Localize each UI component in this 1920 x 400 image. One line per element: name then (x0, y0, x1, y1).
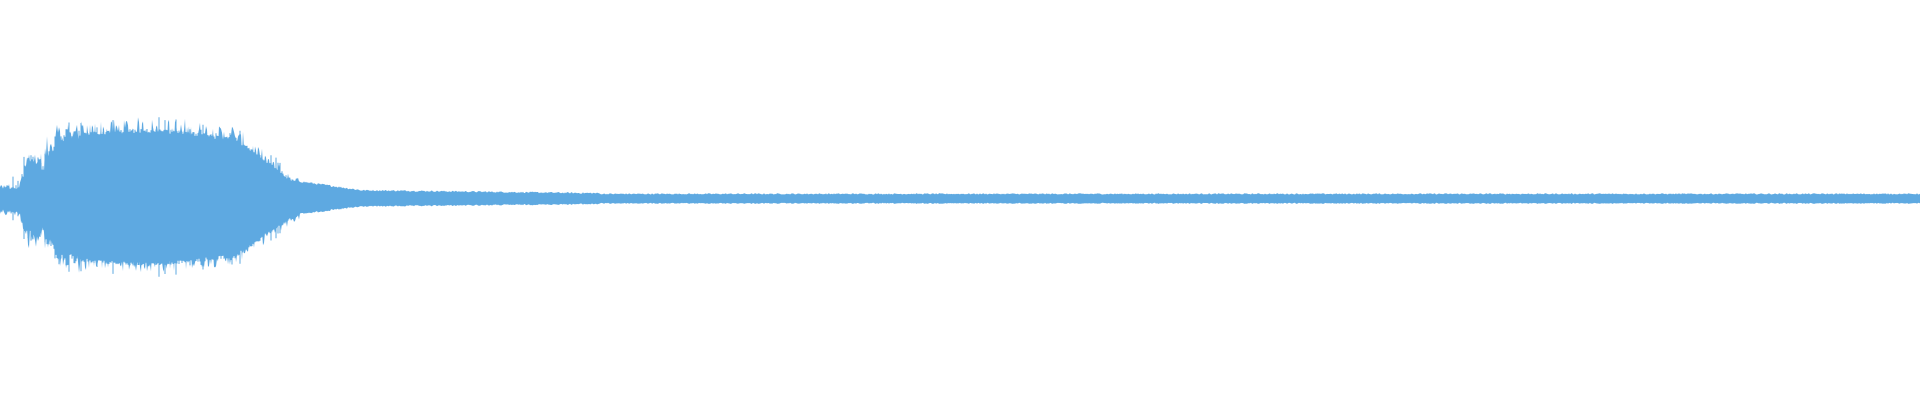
waveform-bars (0, 117, 1920, 277)
waveform-envelope (0, 117, 1920, 273)
